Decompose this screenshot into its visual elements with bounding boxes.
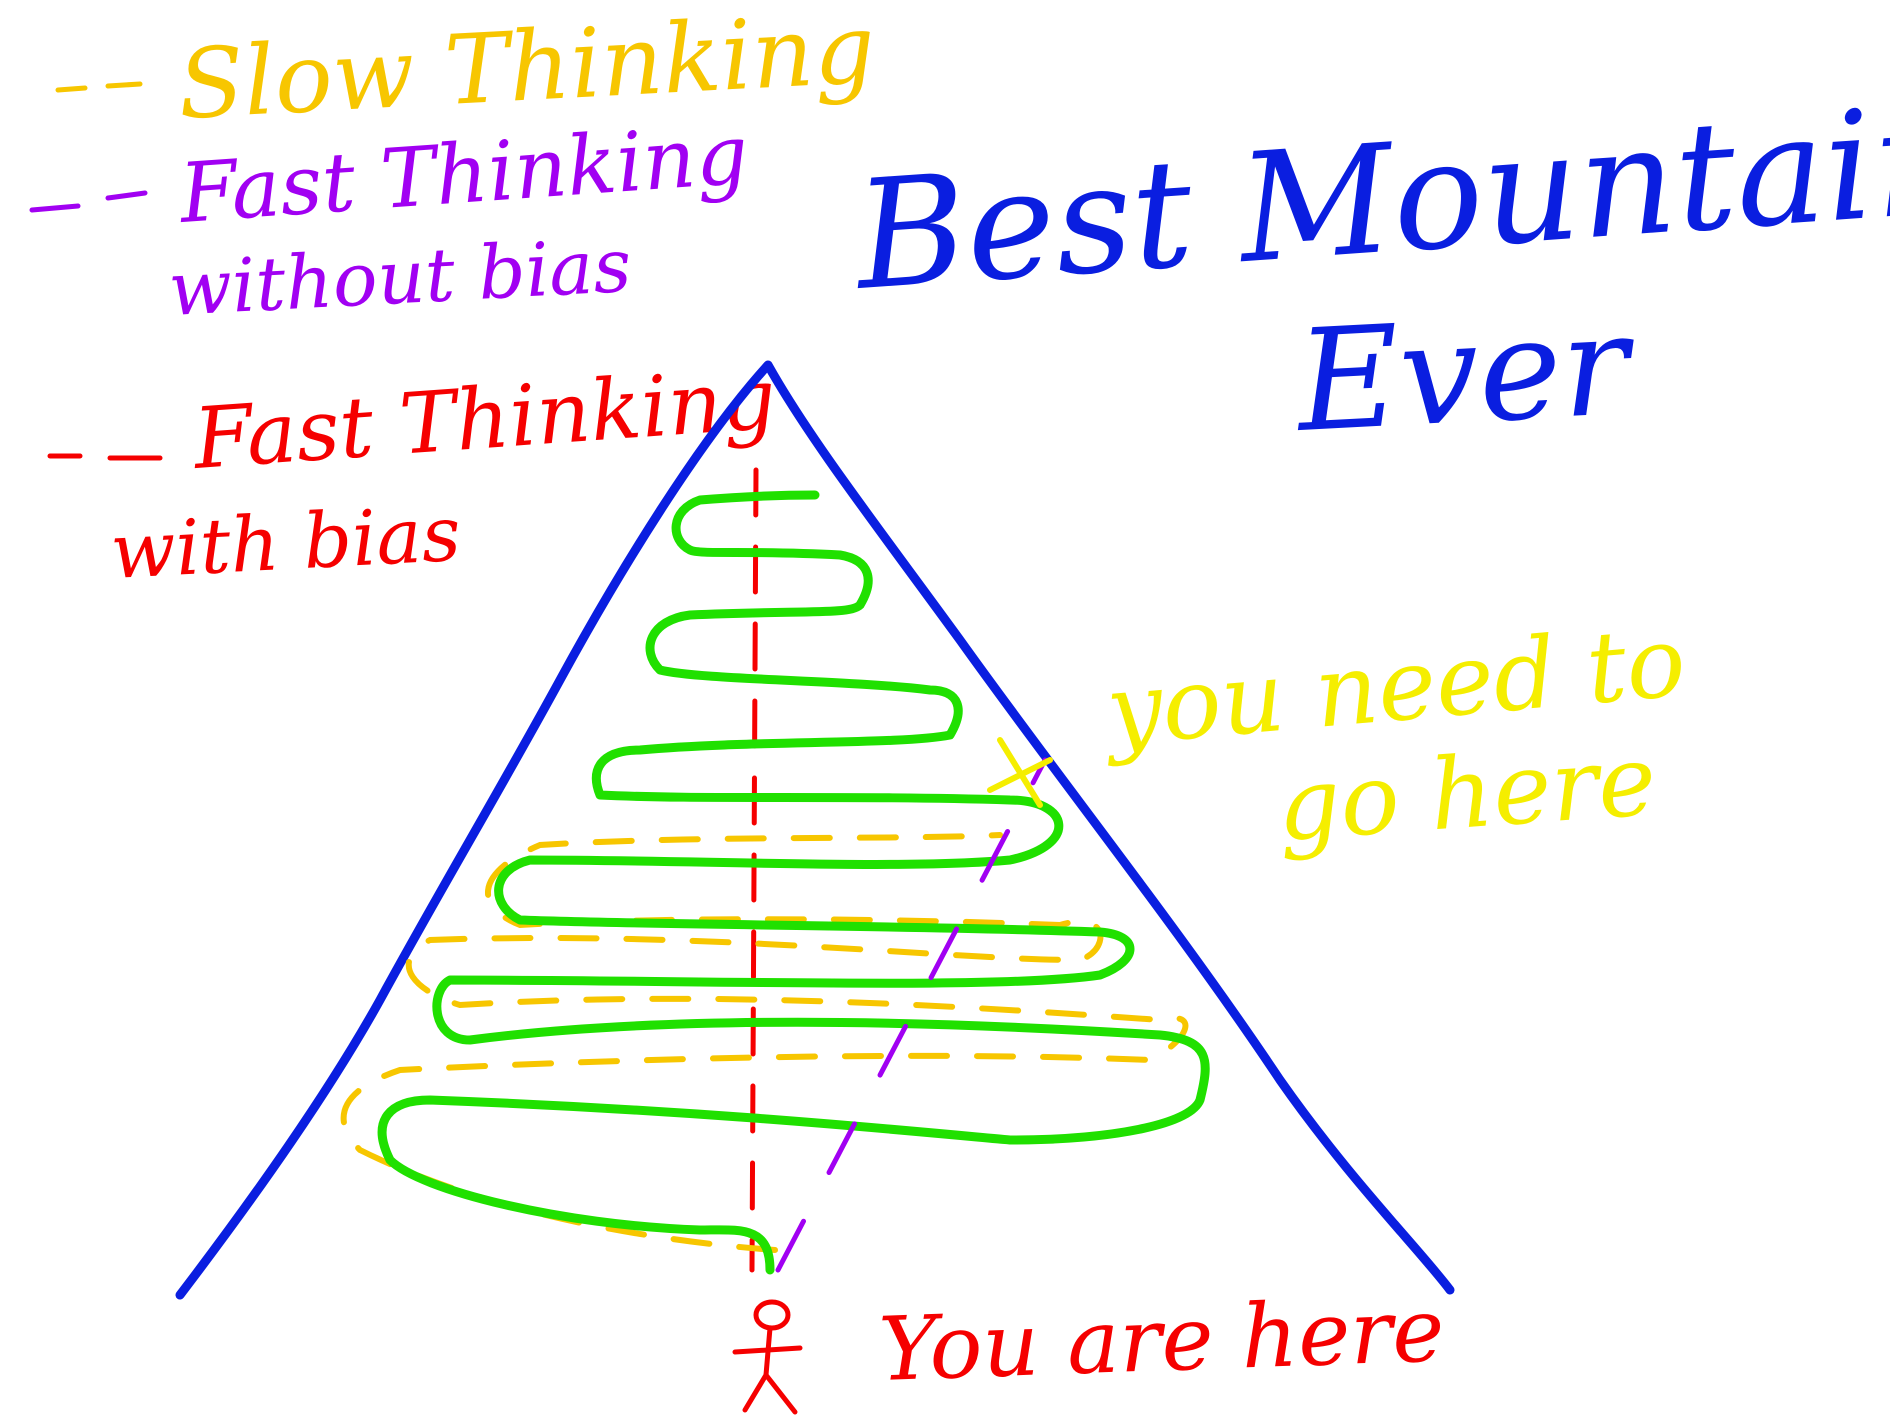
- legend-item-fast-no-bias: Fast Thinking without bias: [29, 107, 751, 333]
- legend-item-fast-with-bias: Fast Thinking with bias: [47, 350, 779, 596]
- path-fast-with-bias: [749, 467, 759, 1273]
- path-slow-thinking: [340, 832, 1189, 1253]
- path-main-switchback: [377, 490, 1210, 1275]
- title: Best Mountain Ever: [847, 73, 1890, 465]
- mountain-outline: [175, 360, 1455, 1300]
- legend-dash-yellow: [105, 81, 143, 89]
- start-label: You are here: [877, 1278, 1446, 1401]
- legend-label-without-bias: without bias: [166, 223, 633, 333]
- legend-dash-purple: [105, 190, 148, 201]
- goal-line-2: go here: [1274, 724, 1660, 864]
- goal-label: you need to go here: [1098, 605, 1690, 864]
- legend: Slow Thinking Fast Thinking without bias…: [29, 0, 878, 596]
- title-line-2: Ever: [1290, 283, 1639, 464]
- legend-label-slow-thinking: Slow Thinking: [175, 0, 877, 141]
- legend-item-slow-thinking: Slow Thinking: [55, 0, 878, 141]
- legend-label-with-bias: with bias: [108, 489, 462, 596]
- title-line-1: Best Mountain: [847, 73, 1890, 325]
- path-fast-without-bias: [775, 757, 1048, 1273]
- legend-dash-purple: [29, 203, 81, 213]
- x-mark: [987, 737, 1053, 808]
- legend-dash-yellow: [55, 85, 88, 93]
- stick-figure-icon: [732, 1299, 803, 1415]
